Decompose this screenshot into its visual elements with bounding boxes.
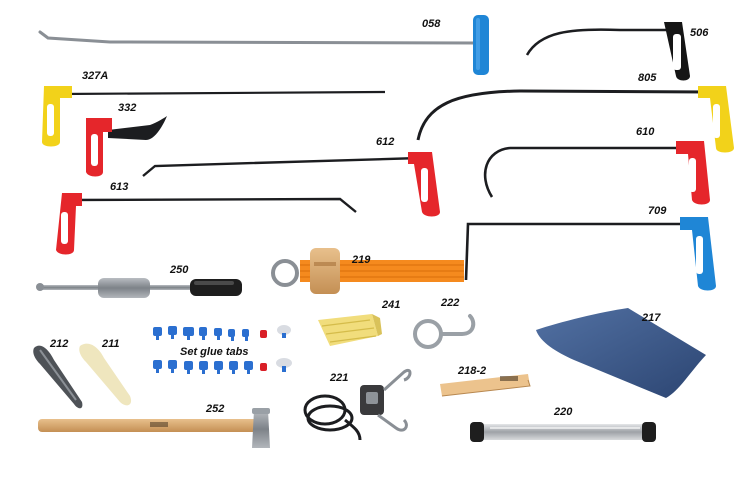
tool-212-knockdown — [33, 345, 83, 409]
tool-222-ring-hook — [413, 314, 476, 349]
label-612: 612 — [376, 136, 395, 148]
tool-252-hammer — [38, 408, 270, 448]
label-217: 217 — [642, 312, 661, 324]
tool-610-hook — [483, 141, 710, 205]
tool-211-knockdown — [79, 343, 132, 406]
tool-241-glue-sticks — [318, 314, 382, 346]
label-220: 220 — [554, 406, 573, 418]
tool-709-rod — [464, 217, 716, 291]
label-327a: 327A — [82, 70, 109, 82]
tool-506-hook — [525, 22, 690, 81]
label-222: 222 — [441, 297, 460, 309]
label-709: 709 — [648, 205, 667, 217]
tool-219-strap — [271, 248, 464, 294]
tool-612-rod — [142, 152, 440, 217]
tool-218-2-wedge — [440, 374, 531, 397]
tool-220-bar — [470, 422, 656, 442]
label-212: 212 — [50, 338, 69, 350]
label-241: 241 — [382, 299, 401, 311]
glue-tabs-caption: Set glue tabs — [180, 346, 249, 358]
tool-221-ratchet-strap — [303, 368, 412, 441]
label-506: 506 — [690, 27, 709, 39]
label-805: 805 — [638, 72, 657, 84]
tool-058-rod — [38, 15, 489, 75]
label-252: 252 — [206, 403, 225, 415]
tool-327a-rod — [42, 86, 386, 147]
tool-613-rod — [56, 193, 357, 255]
label-058: 058 — [422, 18, 441, 30]
tool-250-slide-hammer — [36, 278, 242, 298]
label-218-2: 218-2 — [458, 365, 487, 377]
label-219: 219 — [352, 254, 371, 266]
label-221: 221 — [330, 372, 349, 384]
tool-217-felt-pad — [536, 308, 706, 398]
glue-tabs-set — [153, 325, 292, 374]
label-610: 610 — [636, 126, 655, 138]
label-250: 250 — [170, 264, 189, 276]
label-211: 211 — [102, 338, 120, 350]
tool-332-blade — [86, 116, 167, 177]
tool-805-rod — [416, 86, 734, 153]
label-332: 332 — [118, 102, 137, 114]
label-613: 613 — [110, 181, 129, 193]
